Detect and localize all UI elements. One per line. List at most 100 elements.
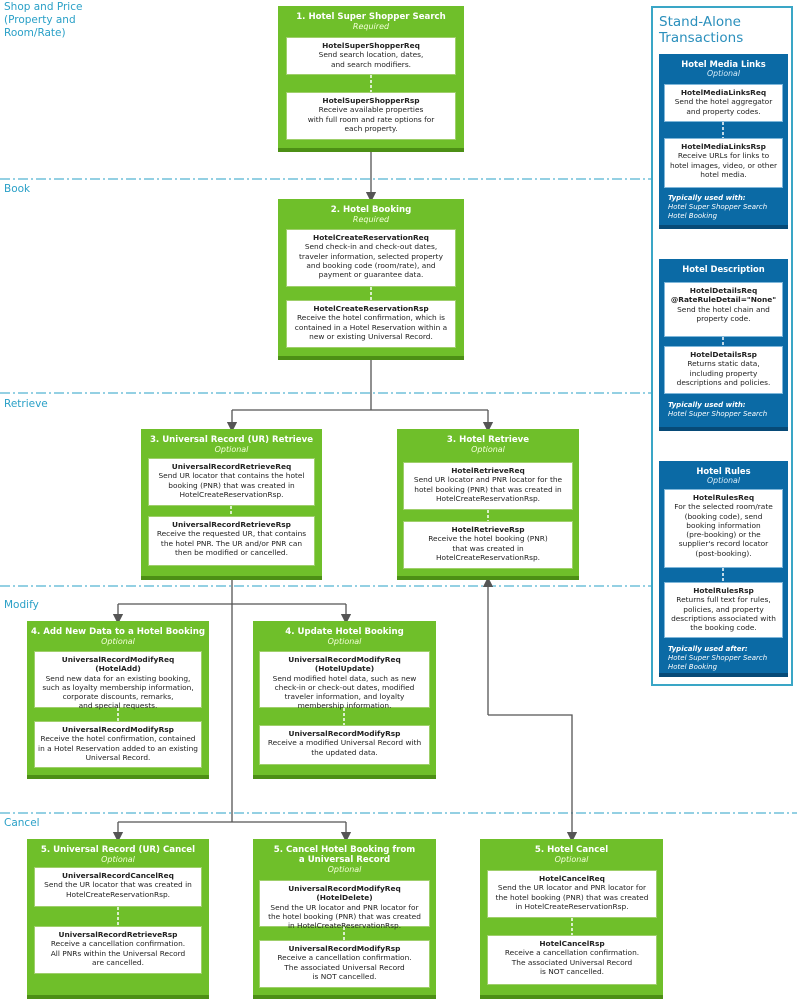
request-desc: Send the hotel aggregator and property c… xyxy=(674,97,773,116)
phase-label-modify: Modify xyxy=(4,599,39,611)
response-name: HotelCancelRsp xyxy=(539,939,605,948)
usage-note: Typically used after: Hotel Super Shoppe… xyxy=(668,645,786,672)
request-desc: Send UR locator that contains the hotel … xyxy=(158,471,305,499)
request-desc: Send new data for an existing booking, s… xyxy=(42,673,194,711)
response-box: HotelMediaLinksRsp Receive URLs for link… xyxy=(664,138,783,188)
request-name: UniversalRecordModifyReq (HotelUpdate) xyxy=(288,655,401,674)
response-desc: Receive the requested UR, that contains … xyxy=(156,529,307,557)
request-desc: Send the UR locator and PNR locator for … xyxy=(268,902,421,931)
response-box: HotelSuperShopperRsp Receive available p… xyxy=(286,92,456,140)
step-requirement: Required xyxy=(352,22,390,31)
standalone-requirement: Optional xyxy=(707,476,740,485)
step-requirement: Optional xyxy=(327,865,362,874)
request-name: UniversalRecordCancelReq xyxy=(62,871,174,880)
response-box: HotelDetailsRsp Returns static data, inc… xyxy=(664,346,783,394)
request-box: HotelRulesReq For the selected room/rate… xyxy=(664,489,783,568)
response-name: UniversalRecordRetrieveRsp xyxy=(172,520,291,529)
response-desc: Receive available properties with full r… xyxy=(307,105,435,133)
step-requirement: Required xyxy=(352,215,390,224)
response-name: HotelSuperShopperRsp xyxy=(322,96,420,105)
request-name: UniversalRecordRetrieveReq xyxy=(171,462,292,471)
request-name: HotelRetrieveReq xyxy=(451,466,525,475)
request-box: UniversalRecordCancelReq Send the UR loc… xyxy=(34,867,202,907)
response-desc: Receive URLs for links to hotel images, … xyxy=(669,151,778,179)
request-box: HotelCancelReq Send the UR locator and P… xyxy=(487,870,657,918)
response-desc: Receive a modified Universal Record with… xyxy=(267,738,422,757)
usage-note: Typically used with: Hotel Super Shopper… xyxy=(668,401,786,419)
response-box: UniversalRecordModifyRsp Receive a cance… xyxy=(259,940,430,988)
request-name: UniversalRecordModifyReq (HotelDelete) xyxy=(288,884,401,903)
request-name: HotelSuperShopperReq xyxy=(322,41,420,50)
step-title: 4. Add New Data to a Hotel Booking xyxy=(30,627,206,637)
response-name: UniversalRecordModifyRsp xyxy=(62,725,174,734)
usage-note-heading: Typically used with: xyxy=(668,401,746,409)
request-box: HotelMediaLinksReq Send the hotel aggreg… xyxy=(664,84,783,122)
step-title: 4. Update Hotel Booking xyxy=(285,627,404,637)
response-box: HotelCancelRsp Receive a cancellation co… xyxy=(487,935,657,985)
request-box: HotelCreateReservationReq Send check-in … xyxy=(286,229,456,287)
standalone-requirement: Optional xyxy=(707,69,740,78)
response-box: UniversalRecordModifyRsp Receive a modif… xyxy=(259,725,430,765)
response-box: UniversalRecordRetrieveRsp Receive the r… xyxy=(148,516,315,566)
request-name: HotelCreateReservationReq xyxy=(313,233,429,242)
usage-note-heading: Typically used after: xyxy=(668,645,748,653)
step-requirement: Optional xyxy=(101,855,135,864)
step-requirement: Optional xyxy=(554,855,589,864)
usage-note-body: Hotel Super Shopper Search xyxy=(668,410,768,418)
standalone-title-media: Hotel Media Links xyxy=(681,59,766,69)
standalone-title-rules: Hotel Rules xyxy=(696,466,751,476)
request-box: HotelSuperShopperReq Send search locatio… xyxy=(286,37,456,75)
response-box: HotelRulesRsp Returns full text for rule… xyxy=(664,582,783,638)
request-name: UniversalRecordModifyReq (HotelAdd) xyxy=(61,655,175,674)
request-box: UniversalRecordModifyReq (HotelDelete) S… xyxy=(259,880,430,930)
usage-note-body: Hotel Super Shopper Search Hotel Booking xyxy=(668,203,768,220)
usage-note-body: Hotel Super Shopper Search Hotel Booking xyxy=(668,654,768,671)
step-requirement: Optional xyxy=(471,445,505,454)
request-box: UniversalRecordRetrieveReq Send UR locat… xyxy=(148,458,315,506)
response-name: HotelMediaLinksRsp xyxy=(681,142,766,151)
step-title: 5. Cancel Hotel Booking from a Universal… xyxy=(273,845,416,865)
request-box: UniversalRecordModifyReq (HotelAdd) Send… xyxy=(34,651,202,711)
response-desc: Receive a cancellation confirmation. The… xyxy=(504,948,640,976)
response-name: HotelRetrieveRsp xyxy=(451,525,525,534)
step-title: 3. Hotel Retrieve xyxy=(446,435,530,445)
request-name: HotelCancelReq xyxy=(539,874,605,883)
request-name: HotelRulesReq xyxy=(692,493,755,502)
response-box: HotelRetrieveRsp Receive the hotel booki… xyxy=(403,521,573,569)
standalone-title-description: Hotel Description xyxy=(682,264,765,274)
request-name: HotelMediaLinksReq xyxy=(680,88,767,97)
step-title: 5. Universal Record (UR) Cancel xyxy=(40,845,196,855)
request-desc: Send the UR locator that was created in … xyxy=(44,880,192,899)
phase-label-shop: Shop and Price (Property and Room/Rate) xyxy=(4,1,83,39)
step-requirement: Optional xyxy=(101,637,135,646)
step-requirement: Optional xyxy=(214,445,249,454)
response-box: UniversalRecordModifyRsp Receive the hot… xyxy=(34,721,202,768)
request-desc: Send search location, dates, and search … xyxy=(318,50,424,69)
request-desc: For the selected room/rate (booking code… xyxy=(674,502,773,558)
response-name: UniversalRecordModifyRsp xyxy=(288,729,401,738)
step-title: 2. Hotel Booking xyxy=(330,205,412,215)
response-desc: Receive a cancellation confirmation. All… xyxy=(50,939,186,967)
request-box: HotelDetailsReq @RateRuleDetail="None" S… xyxy=(664,282,783,337)
request-desc: Send check-in and check-out dates, trave… xyxy=(299,242,443,280)
request-box: HotelRetrieveReq Send UR locator and PNR… xyxy=(403,462,573,510)
response-name: HotelRulesRsp xyxy=(693,586,754,595)
response-desc: Receive the hotel confirmation, containe… xyxy=(38,734,198,762)
phase-label-cancel: Cancel xyxy=(4,817,40,829)
response-desc: Returns full text for rules, policies, a… xyxy=(671,595,776,633)
response-box: UniversalRecordRetrieveRsp Receive a can… xyxy=(34,926,202,974)
response-name: UniversalRecordModifyRsp xyxy=(288,944,401,953)
request-desc: Send the UR locator and PNR locator for … xyxy=(495,883,649,911)
response-name: UniversalRecordRetrieveRsp xyxy=(58,930,178,939)
usage-note: Typically used with: Hotel Super Shopper… xyxy=(668,194,786,221)
usage-note-heading: Typically used with: xyxy=(668,194,746,202)
response-box: HotelCreateReservationRsp Receive the ho… xyxy=(286,300,456,348)
step-title: 5. Hotel Cancel xyxy=(534,845,609,855)
step-title: 1. Hotel Super Shopper Search xyxy=(296,12,446,22)
request-desc: Send UR locator and PNR locator for the … xyxy=(413,475,563,503)
request-box: UniversalRecordModifyReq (HotelUpdate) S… xyxy=(259,651,430,711)
response-name: HotelCreateReservationRsp xyxy=(313,304,429,313)
request-desc: Send modified hotel data, such as new ch… xyxy=(272,673,417,711)
